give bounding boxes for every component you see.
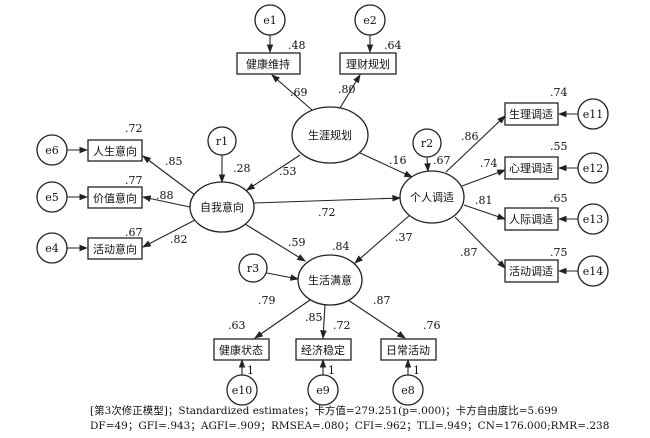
box-economy: 经济稳定 (301, 343, 345, 357)
path-coefficients: .69 .80 .53 .16 .85 .88 .82 .72 .59 .37 … (156, 83, 498, 324)
error-terms: e1 e2 e6 e5 e4 e11 e12 e13 e14 e10 e9 e8… (36, 4, 609, 406)
r2-satisfy: .84 (332, 240, 350, 253)
error-e11: e11 (583, 108, 604, 121)
r2-health-keep: .48 (288, 39, 306, 52)
coef-sat-economy: .85 (305, 311, 323, 324)
coef-career-self: .53 (279, 165, 297, 178)
coef-adjust-activity: .87 (460, 246, 478, 259)
model-fit-caption: [第3次修正模型]；Standardized estimates；卡方值=279… (90, 404, 609, 434)
error-e1: e1 (263, 14, 277, 27)
r2-psych: .55 (550, 140, 568, 153)
coef-self-satisfy: .59 (288, 236, 306, 249)
error-e9: e9 (316, 384, 330, 397)
error-e13: e13 (583, 213, 604, 226)
r2-economy: .72 (333, 319, 351, 332)
r-squared-labels: .48 .64 .72 .77 .67 .74 .55 .65 .75 .63 … (125, 39, 568, 332)
coef-adjust-satisfy: .37 (395, 231, 413, 244)
error-e10: e10 (232, 384, 253, 397)
box-health-state: 健康状态 (219, 343, 263, 357)
path-arrows (67, 35, 578, 375)
coef-self-adjust: .72 (318, 206, 336, 219)
coef-self-life: .85 (165, 155, 183, 168)
fixed-weight-e10: 1 (247, 364, 254, 377)
coef-self-value: .88 (156, 189, 174, 202)
latent-variables: 生涯规划 自我意向 个人调适 生活满意 (189, 106, 465, 306)
error-e2: e2 (363, 14, 377, 27)
error-e12: e12 (583, 162, 604, 175)
latent-satisfy: 生活满意 (308, 273, 352, 287)
coef-adjust-physio: .86 (461, 130, 479, 143)
residual-r3: r3 (247, 262, 259, 275)
error-e8: e8 (401, 384, 415, 397)
latent-career: 生涯规划 (308, 128, 352, 142)
box-physio: 生理调适 (509, 107, 553, 121)
indicator-boxes: 健康维持 理财规划 人生意向 价值意向 活动意向 生理调适 心理调适 人际调适 … (87, 52, 559, 361)
r2-finance: .64 (384, 39, 402, 52)
box-activity-intent: 活动意向 (93, 242, 137, 256)
box-health-keep: 健康维持 (246, 57, 290, 71)
r2-health-state: .63 (228, 319, 246, 332)
coef-sat-health: .79 (258, 294, 276, 307)
box-activity-adjust: 活动调适 (509, 265, 553, 278)
residual-r1: r1 (216, 135, 228, 148)
r2-self: .28 (233, 162, 251, 175)
box-psych: 心理调适 (509, 162, 553, 175)
residual-r2: r2 (421, 137, 433, 150)
caption-line-2: DF=49；GFI=.943；AGFI=.909；RMSEA=.080；CFI=… (90, 420, 610, 432)
r2-adjust: .67 (433, 154, 451, 167)
r2-life-intent: .72 (125, 122, 143, 135)
coef-career-adjust: .16 (389, 154, 407, 167)
coef-adjust-inter: .81 (475, 194, 493, 207)
r2-activity-intent: .67 (125, 226, 143, 239)
r2-physio: .74 (550, 86, 568, 99)
box-life-intent: 人生意向 (93, 144, 137, 158)
box-interpersonal: 人际调适 (509, 213, 553, 226)
r2-interpersonal: .65 (550, 192, 568, 205)
r2-daily: .76 (423, 319, 441, 332)
fixed-weight-e9: 1 (328, 364, 335, 377)
box-finance: 理财规划 (346, 57, 390, 71)
coef-career-finance: .80 (338, 83, 356, 96)
coef-sat-daily: .87 (373, 294, 391, 307)
error-e14: e14 (583, 265, 604, 278)
coef-self-activity: .82 (170, 233, 188, 246)
box-value-intent: 价值意向 (93, 191, 137, 205)
r2-activity-adjust: .75 (550, 246, 568, 259)
latent-adjust: 个人调适 (410, 191, 454, 204)
box-daily: 日常活动 (386, 344, 430, 357)
error-e4: e4 (45, 242, 59, 255)
coef-adjust-psych: .74 (480, 157, 498, 170)
latent-self: 自我意向 (200, 200, 244, 214)
coef-career-health: .69 (290, 86, 308, 99)
caption-line-1: [第3次修正模型]；Standardized estimates；卡方值=279… (90, 405, 558, 417)
r2-value-intent: .77 (125, 174, 143, 187)
fixed-weight-e8: 1 (413, 364, 420, 377)
error-e6: e6 (45, 144, 59, 157)
error-e5: e5 (45, 191, 59, 204)
